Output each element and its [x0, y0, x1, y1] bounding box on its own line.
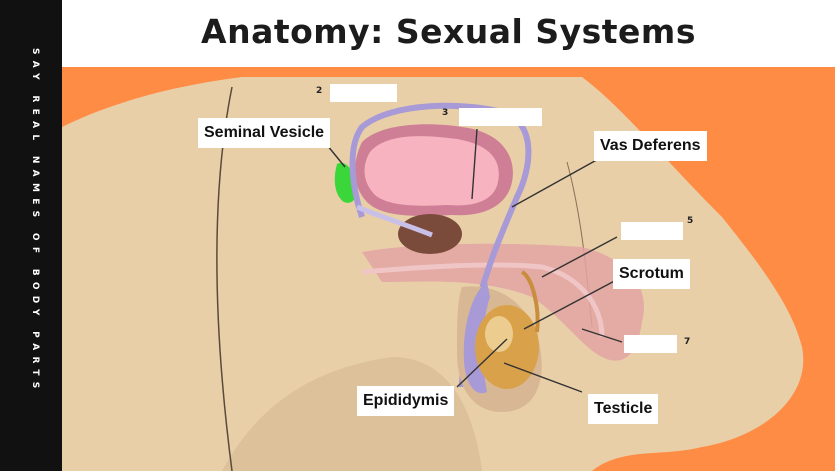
label-testicle: Testicle: [588, 394, 658, 424]
blank-number-3: 3: [442, 108, 448, 118]
blank-number-7: 7: [684, 337, 690, 347]
blank-number-2: 2: [316, 86, 322, 96]
label-epididymis: Epididymis: [357, 386, 454, 416]
label-seminal-vesicle: Seminal Vesicle: [198, 118, 330, 148]
blank-number-5: 5: [687, 216, 693, 226]
bladder-inner: [365, 136, 499, 206]
blank-box-3[interactable]: [459, 108, 542, 126]
blank-box-7[interactable]: [624, 335, 677, 353]
sidebar: SAY REAL NAMES OF BODY PARTS: [0, 0, 62, 471]
label-vas-deferens: Vas Deferens: [594, 131, 707, 161]
page-title: Anatomy: Sexual Systems: [62, 6, 835, 62]
blank-box-5[interactable]: [621, 222, 683, 240]
label-scrotum: Scrotum: [613, 259, 690, 289]
sidebar-text: SAY REAL NAMES OF BODY PARTS: [22, 48, 40, 395]
blank-box-2[interactable]: [330, 84, 397, 102]
